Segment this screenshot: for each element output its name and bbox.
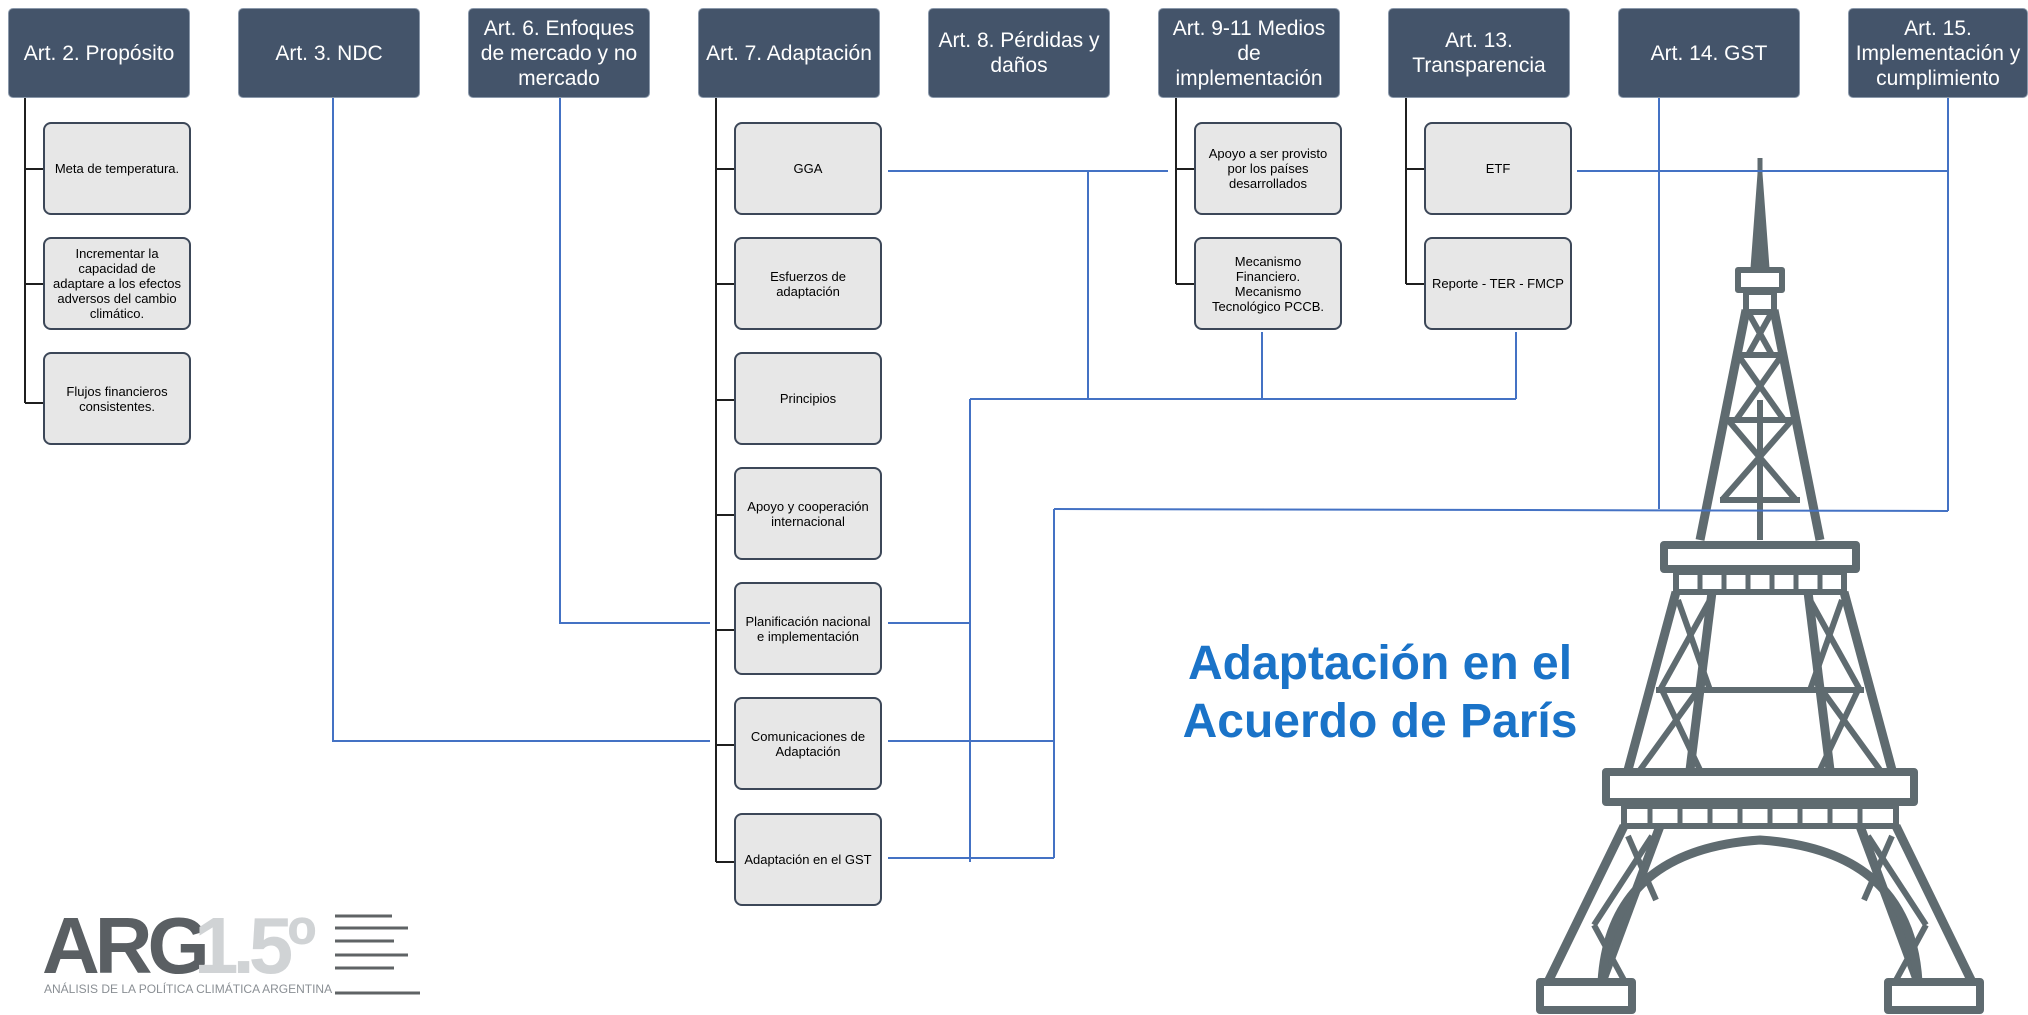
diagram-title: Adaptación en el Acuerdo de París	[1140, 635, 1620, 751]
title-line-1: Adaptación en el	[1187, 637, 1573, 690]
title-line-2: Acuerdo de París	[1182, 695, 1578, 748]
item-label: GGA	[793, 161, 823, 176]
item-label: Planificación nacional e implementación	[745, 613, 871, 644]
art2-item-temperature: Meta de temperatura.	[43, 122, 191, 215]
header-label: Art. 15. Implementación y cumplimiento	[1855, 16, 2021, 90]
art9-item-mecanismo: Mecanismo Financiero. Mecanismo Tecnológ…	[1194, 237, 1342, 330]
item-label: Reporte - TER - FMCP	[1432, 276, 1564, 291]
item-label: ETF	[1485, 161, 1511, 176]
art7-item-principios: Principios	[734, 352, 882, 445]
header-label: Art. 13. Transparencia	[1412, 29, 1546, 77]
header-art7: Art. 7. Adaptación	[698, 8, 880, 98]
header-label: Art. 2. Propósito	[23, 41, 175, 65]
item-label: Apoyo a ser provisto por los países desa…	[1208, 146, 1328, 191]
header-art8: Art. 8. Pérdidas y daños	[928, 8, 1110, 98]
item-label: Mecanismo Financiero. Mecanismo Tecnológ…	[1212, 253, 1324, 314]
logo-subtitle: ANÁLISIS DE LA POLÍTICA CLIMÁTICA ARGENT…	[44, 982, 333, 996]
item-label: Incrementar la capacidad de adaptare a l…	[53, 246, 181, 321]
item-label: Principios	[779, 391, 837, 406]
art7-item-planificacion: Planificación nacional e implementación	[734, 582, 882, 675]
art2-item-adaptation-capacity: Incrementar la capacidad de adaptare a l…	[43, 237, 191, 330]
art7-item-gst: Adaptación en el GST	[734, 813, 882, 906]
item-label: Flujos financieros consistentes.	[66, 383, 168, 414]
header-label: Art. 7. Adaptación	[706, 41, 872, 65]
item-label: Esfuerzos de adaptación	[770, 268, 846, 299]
logo-number: 1.5º	[194, 901, 316, 990]
art7-item-comunicaciones: Comunicaciones de Adaptación	[734, 697, 882, 790]
header-art14: Art. 14. GST	[1618, 8, 1800, 98]
eiffel-tower-icon	[1536, 158, 1984, 1014]
header-art3: Art. 3. NDC	[238, 8, 420, 98]
header-art2: Art. 2. Propósito	[8, 8, 190, 98]
art2-item-financial-flows: Flujos financieros consistentes.	[43, 352, 191, 445]
header-art6: Art. 6. Enfoques de mercado y no mercado	[468, 8, 650, 98]
item-label: Adaptación en el GST	[744, 852, 872, 867]
art7-item-gga: GGA	[734, 122, 882, 215]
logo-main-text: ARG	[42, 901, 210, 990]
art9-item-apoyo-provisto: Apoyo a ser provisto por los países desa…	[1194, 122, 1342, 215]
art7-item-esfuerzos: Esfuerzos de adaptación	[734, 237, 882, 330]
item-label: Meta de temperatura.	[54, 161, 180, 176]
header-label: Art. 6. Enfoques de mercado y no mercado	[480, 16, 638, 90]
header-label: Art. 8. Pérdidas y daños	[938, 29, 1100, 77]
header-art9-11: Art. 9-11 Medios de implementación	[1158, 8, 1340, 98]
art7-item-apoyo: Apoyo y cooperación internacional	[734, 467, 882, 560]
art13-item-etf: ETF	[1424, 122, 1572, 215]
header-label: Art. 9-11 Medios de implementación	[1172, 16, 1326, 90]
header-label: Art. 3. NDC	[275, 41, 383, 65]
header-art15: Art. 15. Implementación y cumplimiento	[1848, 8, 2028, 98]
header-art13: Art. 13. Transparencia	[1388, 8, 1570, 98]
header-label: Art. 14. GST	[1650, 41, 1768, 65]
item-label: Comunicaciones de Adaptación	[750, 728, 866, 759]
logo-lines-icon	[335, 914, 420, 995]
art13-item-reporte: Reporte - TER - FMCP	[1424, 237, 1572, 330]
item-label: Apoyo y cooperación internacional	[747, 498, 869, 529]
